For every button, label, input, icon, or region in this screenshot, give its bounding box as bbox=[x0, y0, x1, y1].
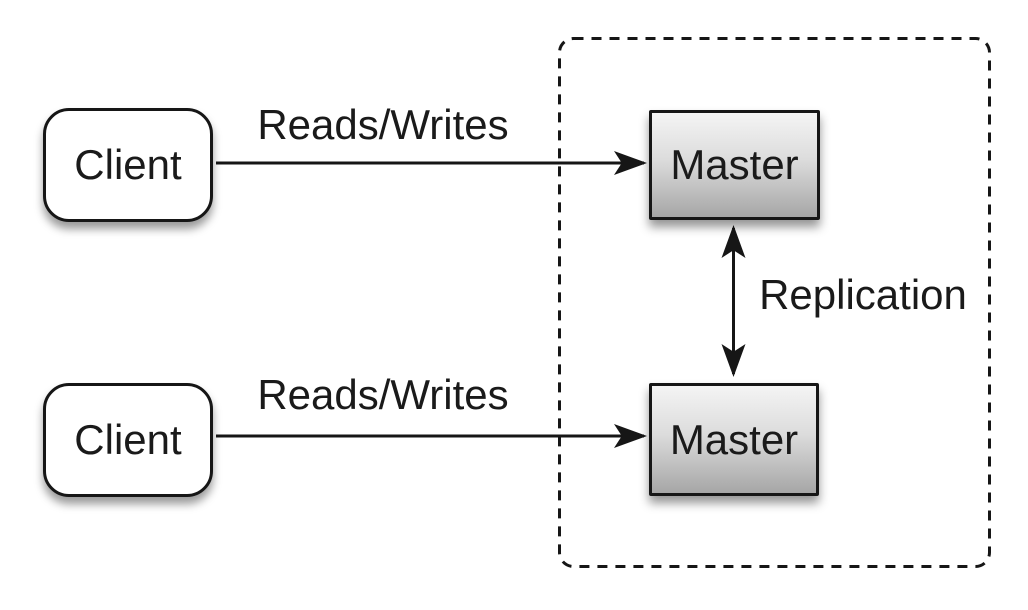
client-bottom-label: Client bbox=[74, 416, 182, 463]
client-bottom-node: Client bbox=[43, 383, 213, 497]
reads-writes-bottom-label: Reads/Writes bbox=[257, 371, 509, 418]
master-top-label: Master bbox=[670, 141, 799, 188]
master-top-node: Master bbox=[649, 110, 820, 220]
master-bottom-label: Master bbox=[669, 415, 799, 463]
client-top-node: Client bbox=[43, 108, 213, 222]
replication-label: Replication bbox=[759, 271, 967, 318]
client-top-label: Client bbox=[74, 141, 182, 188]
master-bottom-node: Master bbox=[649, 383, 819, 496]
replication-boundary bbox=[558, 37, 991, 568]
reads-writes-top-label: Reads/Writes bbox=[257, 101, 509, 148]
